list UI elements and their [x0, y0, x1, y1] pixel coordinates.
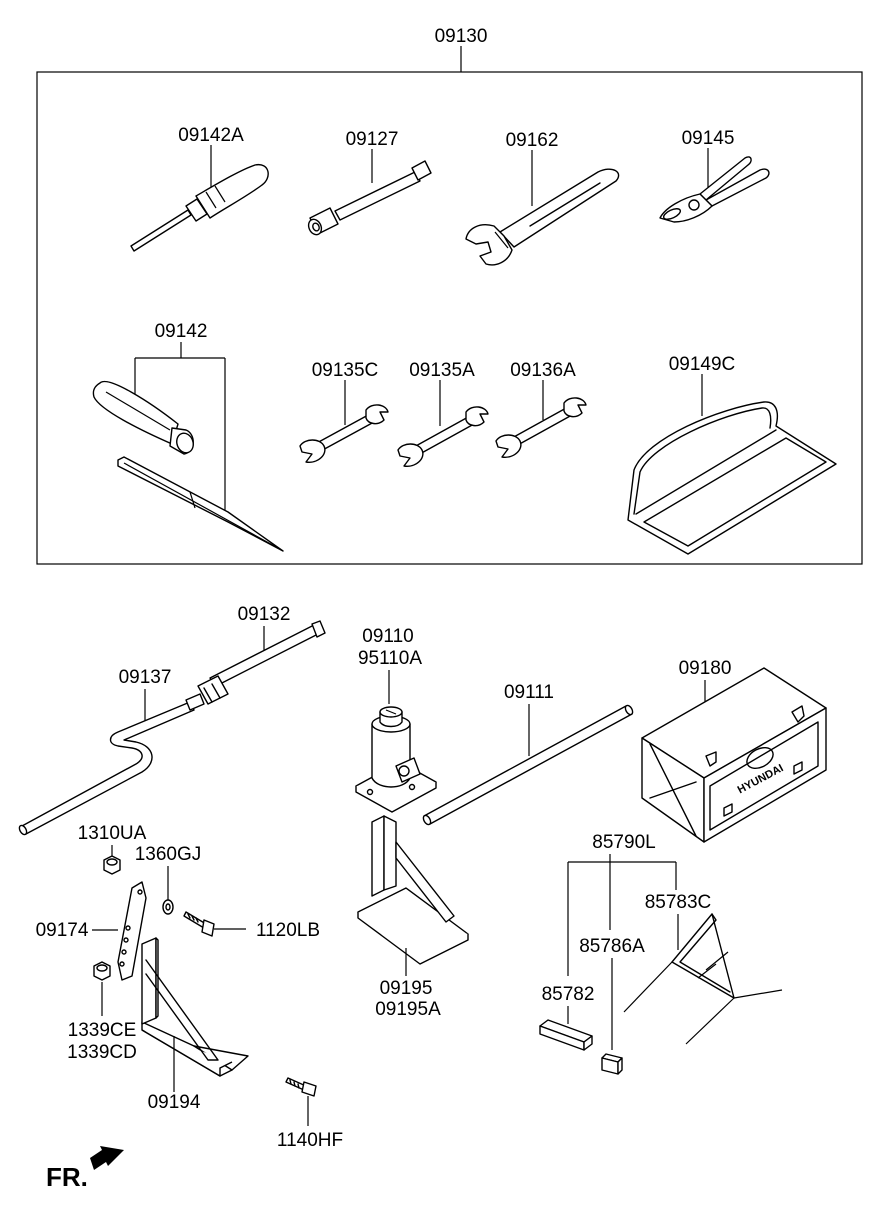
label-09174[interactable]: 09174 — [36, 920, 89, 941]
jack-drawing: 09110 95110A — [355, 626, 437, 813]
spanner-09135c-drawing: 09135C — [299, 360, 389, 463]
support-bracket-09194-drawing: 09194 — [141, 937, 249, 1113]
label-95110A[interactable]: 95110A — [358, 648, 422, 669]
tool-kit-frame — [36, 71, 863, 565]
label-09162[interactable]: 09162 — [506, 130, 559, 151]
jack-rod-drawing: 09111 — [422, 682, 634, 826]
label-09142[interactable]: 09142 — [155, 321, 208, 342]
label-1310UA[interactable]: 1310UA — [78, 823, 147, 844]
washer-1360gj-drawing: 1360GJ — [135, 844, 202, 915]
label-1120LB[interactable]: 1120LB — [256, 920, 320, 941]
bracket-09174-drawing: 09174 — [36, 881, 147, 981]
label-1360GJ[interactable]: 1360GJ — [135, 844, 202, 865]
spanner-09136a-drawing: 09136A — [495, 360, 587, 458]
extension-bar-drawing: 09127 — [307, 129, 432, 236]
label-09180[interactable]: 09180 — [679, 658, 732, 679]
label-85790L[interactable]: 85790L — [592, 832, 655, 853]
label-09194[interactable]: 09194 — [148, 1092, 201, 1113]
bolt-1120lb-drawing: 1120LB — [183, 911, 320, 941]
label-85782[interactable]: 85782 — [542, 984, 595, 1005]
tool-kit-group: 09130 — [36, 26, 863, 565]
pliers-drawing: 09145 — [659, 128, 770, 223]
label-1339CD[interactable]: 1339CD — [67, 1042, 137, 1063]
tool-case-drawing: 09180 HYUNDAI — [641, 658, 827, 843]
label-09195A[interactable]: 09195A — [375, 999, 441, 1020]
nut-1339ce-drawing: 1339CE 1339CD — [67, 961, 137, 1063]
label-09130[interactable]: 09130 — [435, 26, 488, 47]
label-09149C[interactable]: 09149C — [669, 354, 736, 375]
handle-rod-drawing: 09132 — [197, 604, 326, 705]
label-09135C[interactable]: 09135C — [312, 360, 379, 381]
screwdriver-a-drawing: 09142A — [130, 125, 269, 252]
screwdriver-set-drawing: 09142 — [92, 321, 284, 552]
front-arrow-icon — [90, 1146, 124, 1170]
crank-drawing: 09137 — [18, 667, 205, 836]
label-85783C[interactable]: 85783C — [645, 892, 712, 913]
label-09111[interactable]: 09111 — [504, 682, 554, 703]
front-direction-marker: FR. — [46, 1146, 124, 1192]
label-1140HF[interactable]: 1140HF — [277, 1130, 343, 1151]
warning-triangle-drawing: 85790L 85783C 85786A 85782 — [539, 832, 783, 1075]
label-09132[interactable]: 09132 — [238, 604, 291, 625]
label-09135A[interactable]: 09135A — [409, 360, 475, 381]
label-09142A[interactable]: 09142A — [178, 125, 244, 146]
nut-1310ua-drawing: 1310UA — [78, 823, 147, 875]
tool-pouch-drawing: 09149C — [627, 354, 837, 555]
label-09137[interactable]: 09137 — [119, 667, 172, 688]
label-85786A[interactable]: 85786A — [579, 936, 645, 957]
label-09145[interactable]: 09145 — [682, 128, 735, 149]
label-09136A[interactable]: 09136A — [510, 360, 576, 381]
front-direction-label: FR. — [46, 1162, 88, 1192]
label-09195[interactable]: 09195 — [380, 978, 433, 999]
label-1339CE[interactable]: 1339CE — [68, 1020, 137, 1041]
adjustable-wrench-drawing: 09162 — [465, 130, 620, 266]
label-09110[interactable]: 09110 — [362, 626, 413, 647]
label-09127[interactable]: 09127 — [346, 129, 399, 150]
jack-support-drawing: 09195 09195A — [357, 815, 469, 1020]
bolt-1140hf-drawing: 1140HF — [277, 1077, 343, 1151]
spanner-09135a-drawing: 09135A — [397, 360, 489, 467]
